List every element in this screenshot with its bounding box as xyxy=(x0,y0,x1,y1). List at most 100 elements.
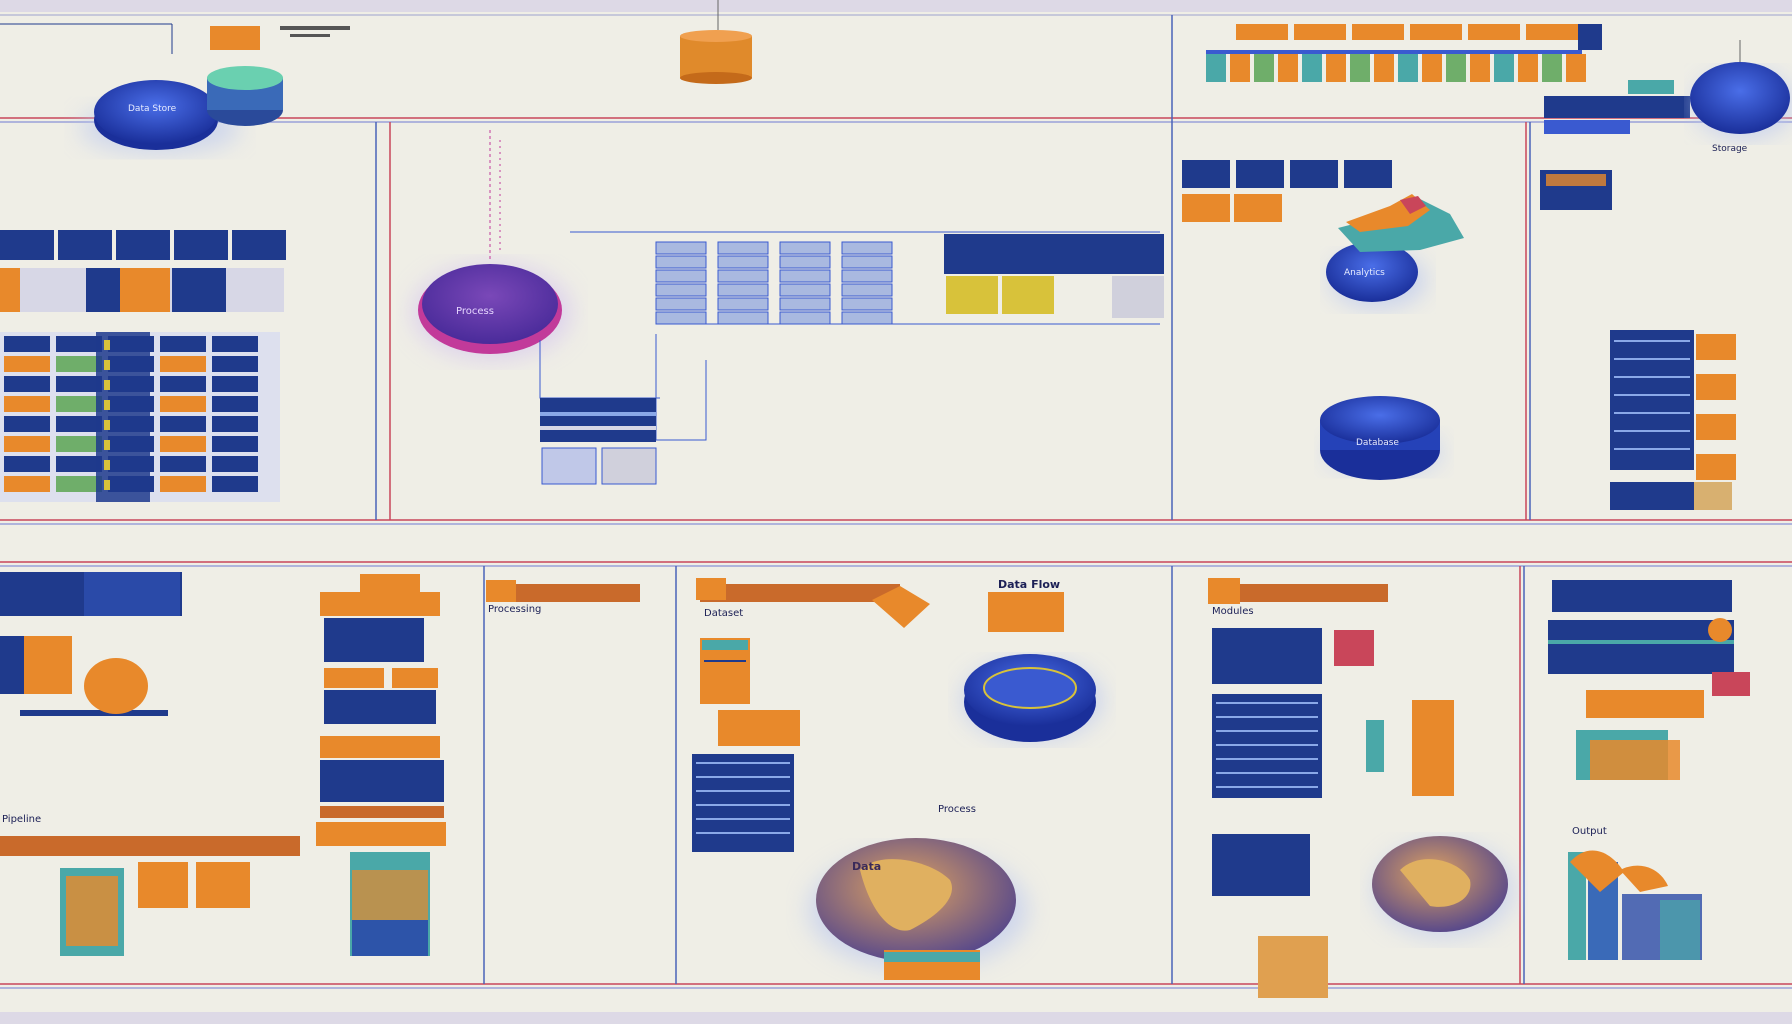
table-rule xyxy=(696,762,790,764)
grid-cell xyxy=(779,297,831,311)
globe-node xyxy=(808,838,1028,980)
cell-block xyxy=(1518,54,1538,82)
header-block xyxy=(1352,24,1404,40)
label-modules: Modules xyxy=(1212,606,1254,617)
header-bar xyxy=(1344,160,1392,188)
stack-cell xyxy=(56,476,102,492)
list-rule xyxy=(1614,394,1690,396)
top-left-tag xyxy=(210,26,260,50)
stack-cell xyxy=(212,436,258,452)
top-frame-bar xyxy=(0,0,1792,12)
header xyxy=(1552,580,1732,612)
stack-cell xyxy=(160,416,206,432)
list-rule xyxy=(1614,412,1690,414)
list-rule xyxy=(1614,340,1690,342)
list-rule xyxy=(1614,358,1690,360)
block xyxy=(0,636,24,694)
cell-block xyxy=(1446,54,1466,82)
long-bar xyxy=(488,584,640,602)
table-rule xyxy=(696,818,790,820)
card xyxy=(718,710,800,746)
tall-card xyxy=(352,920,428,956)
label-data-flow: Data Flow xyxy=(998,578,1061,591)
label-pipeline: Pipeline xyxy=(2,814,42,825)
tag xyxy=(392,668,438,688)
grid-cell xyxy=(717,241,769,255)
table-cell xyxy=(541,447,597,485)
stack-cell xyxy=(212,336,258,352)
table-rule xyxy=(1216,786,1318,788)
grid-cell xyxy=(717,283,769,297)
table-rule xyxy=(1216,716,1318,718)
database-node xyxy=(1320,396,1442,480)
band-cell xyxy=(86,268,126,312)
grid-cell xyxy=(655,283,707,297)
bottom-left-column xyxy=(0,572,300,956)
side-badge xyxy=(1696,454,1736,480)
table-cell xyxy=(1112,276,1164,318)
card xyxy=(66,876,118,946)
right-structure xyxy=(1568,850,1702,960)
grid-cell xyxy=(655,241,707,255)
stack-cell xyxy=(56,376,102,392)
cell-block xyxy=(1398,54,1418,82)
tag xyxy=(320,736,440,758)
header xyxy=(84,572,180,616)
list-rule xyxy=(1614,430,1690,432)
stack-cell xyxy=(212,416,258,432)
tick xyxy=(104,460,110,470)
table-rule xyxy=(696,776,790,778)
tag xyxy=(324,668,384,688)
globe-node-2 xyxy=(1372,836,1514,938)
band-cell xyxy=(172,268,226,312)
grid-cell xyxy=(779,241,831,255)
pink-node xyxy=(412,130,572,360)
stack-cell xyxy=(212,356,258,372)
stack-cell xyxy=(4,456,50,472)
circle-node xyxy=(84,658,148,714)
table-rule xyxy=(540,412,656,416)
table-rule xyxy=(696,832,790,834)
card xyxy=(1590,740,1680,780)
side-badge xyxy=(1694,482,1732,510)
header-cell xyxy=(116,230,170,260)
tick xyxy=(104,480,110,490)
table-cell xyxy=(601,447,657,485)
bar xyxy=(1586,690,1704,718)
cell-block xyxy=(1326,54,1346,82)
header-bar xyxy=(1234,194,1282,222)
top-center-barrel xyxy=(680,0,752,84)
tall-list xyxy=(1610,330,1694,470)
long-bar xyxy=(0,836,300,856)
cell-block xyxy=(1302,54,1322,82)
grid-cell xyxy=(717,269,769,283)
list-rule xyxy=(1614,448,1690,450)
block xyxy=(324,618,424,662)
right-small-bars xyxy=(1182,160,1392,222)
label-processing: Processing xyxy=(488,604,542,615)
cell-block xyxy=(1470,54,1490,82)
grid-cell xyxy=(717,311,769,325)
stack-cell xyxy=(160,456,206,472)
bar xyxy=(320,806,444,818)
tick xyxy=(104,420,110,430)
bottom-center xyxy=(692,578,930,852)
mid-left-stack xyxy=(0,230,286,502)
info-bar xyxy=(1544,96,1690,118)
tick xyxy=(104,380,110,390)
header-bar xyxy=(1182,160,1230,188)
node-label-analytics: Analytics xyxy=(1344,268,1385,278)
grid-cell xyxy=(717,255,769,269)
card-strip xyxy=(1546,174,1606,186)
stack-cell xyxy=(160,476,206,492)
bottom-frame-bar xyxy=(0,1012,1792,1024)
far-right-stack xyxy=(1540,170,1736,510)
stack-cell xyxy=(160,396,206,412)
table-rule xyxy=(540,426,656,430)
center-small-table xyxy=(540,398,657,485)
header-block xyxy=(1578,24,1602,50)
analytics-node xyxy=(1326,194,1464,308)
stack-cell xyxy=(56,396,102,412)
header-cell xyxy=(0,230,54,260)
block xyxy=(320,760,444,802)
